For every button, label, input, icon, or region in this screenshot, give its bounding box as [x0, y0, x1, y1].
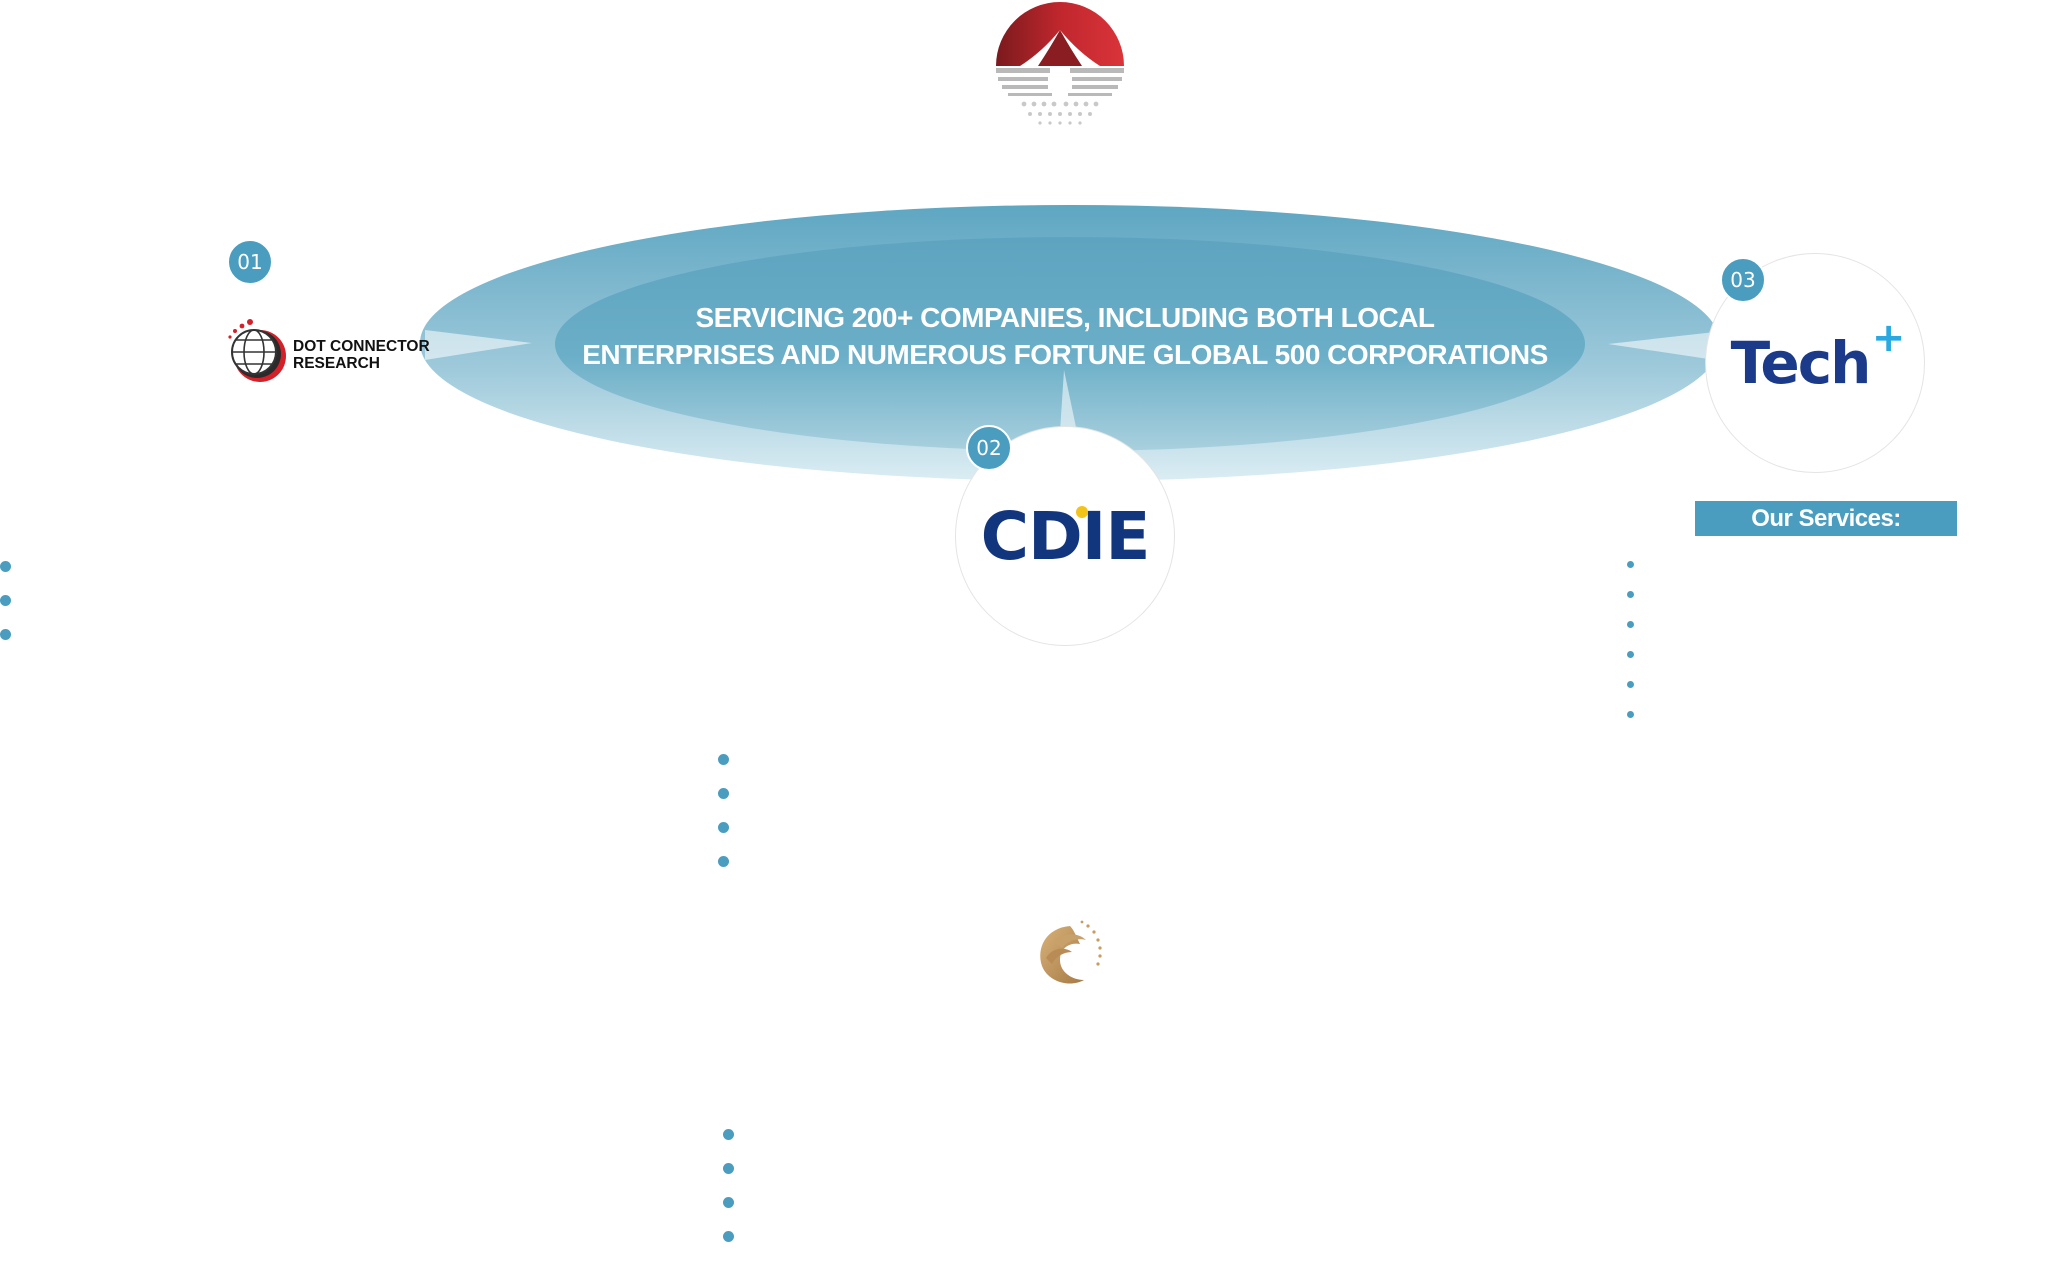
bullet-dot — [1627, 591, 1634, 598]
headline-line-1: SERVICING 200+ COMPANIES, INCLUDING BOTH… — [695, 302, 1435, 333]
bullet-dot — [718, 754, 729, 765]
tech-plus-logo: Tech + — [1730, 315, 1906, 397]
bullet-dot — [1627, 711, 1634, 718]
bullet-dot — [723, 1231, 734, 1242]
tech-logo-text: Tech — [1730, 329, 1872, 397]
headline: SERVICING 200+ COMPANIES, INCLUDING BOTH… — [560, 299, 1570, 373]
bullet-dot — [723, 1129, 734, 1140]
bullet-dot — [723, 1197, 734, 1208]
golden-eagle-logo — [1040, 920, 1102, 984]
cdie-bulb-icon — [1075, 505, 1088, 518]
central-ellipse — [420, 205, 1720, 481]
dot-connector-name: DOT CONNECTOR RESEARCH — [293, 338, 430, 372]
bullet-dot — [1627, 681, 1634, 688]
red-arch-logo — [996, 2, 1124, 125]
partner-number-01: 01 — [227, 239, 273, 285]
dot-connector-globe-logo — [228, 319, 286, 382]
bullet-dot — [1627, 621, 1634, 628]
our-services-label: Our Services: — [1695, 501, 1957, 536]
partner-number-03: 03 — [1720, 257, 1766, 303]
cdie-logo-text: CDIE — [980, 497, 1151, 575]
bullet-dot — [0, 561, 11, 572]
bullet-dot — [1627, 651, 1634, 658]
bullet-dot — [1627, 561, 1634, 568]
headline-line-2: ENTERPRISES AND NUMEROUS FORTUNE GLOBAL … — [582, 339, 1548, 370]
bullet-dot — [718, 822, 729, 833]
dot-connector-name-line-2: RESEARCH — [293, 355, 380, 372]
bullet-dot — [718, 856, 729, 867]
plus-icon: + — [1871, 315, 1905, 361]
dot-connector-name-line-1: DOT CONNECTOR — [293, 338, 430, 355]
bullet-dot — [723, 1163, 734, 1174]
bullet-dot — [0, 629, 11, 640]
bullet-dot — [0, 595, 11, 606]
cdie-logo: CDIE — [980, 497, 1151, 575]
partner-number-02: 02 — [966, 425, 1012, 471]
bullet-dot — [718, 788, 729, 799]
